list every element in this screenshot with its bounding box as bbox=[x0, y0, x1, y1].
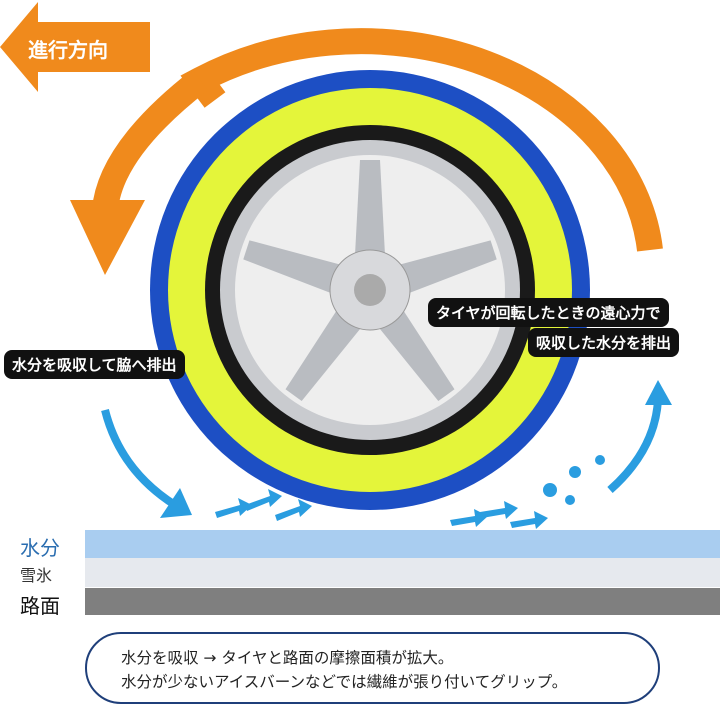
layer-snow-ice-band bbox=[85, 558, 720, 587]
wheel bbox=[150, 70, 590, 510]
arrowhead-icon bbox=[645, 380, 672, 405]
direction-label: 進行方向 bbox=[28, 38, 108, 62]
water-flow-arrow-right bbox=[607, 399, 662, 493]
direction-arrow-icon bbox=[0, 2, 150, 92]
note-line-1: 水分を吸収 → タイヤと路面の摩擦面積が拡大。 bbox=[121, 649, 454, 667]
layer-water-band bbox=[85, 530, 720, 558]
rotation-arrowhead-icon bbox=[70, 200, 145, 275]
layer-road-band bbox=[85, 588, 720, 615]
layer-road-label: 路面 bbox=[20, 594, 60, 618]
explanation-box: 水分を吸収 → タイヤと路面の摩擦面積が拡大。 水分が少ないアイスバーンなどでは… bbox=[85, 632, 660, 704]
callout-right-line1: タイヤが回転したときの遠心力で bbox=[428, 298, 669, 327]
layer-snow-ice-label: 雪氷 bbox=[20, 566, 53, 585]
callout-right-line2: 吸収した水分を排出 bbox=[528, 328, 680, 357]
small-flow-arrows bbox=[215, 455, 605, 529]
note-line-2: 水分が少ないアイスバーンなどでは繊維が張り付いてグリップ。 bbox=[121, 673, 568, 691]
arrowhead-icon bbox=[160, 488, 192, 518]
rotation-arc-arrow bbox=[180, 28, 663, 252]
rotation-arc-left bbox=[92, 69, 208, 212]
layer-water-label: 水分 bbox=[20, 536, 60, 560]
callout-left: 水分を吸収して脇へ排出 bbox=[4, 350, 185, 379]
water-flow-arrow-left bbox=[101, 409, 178, 509]
